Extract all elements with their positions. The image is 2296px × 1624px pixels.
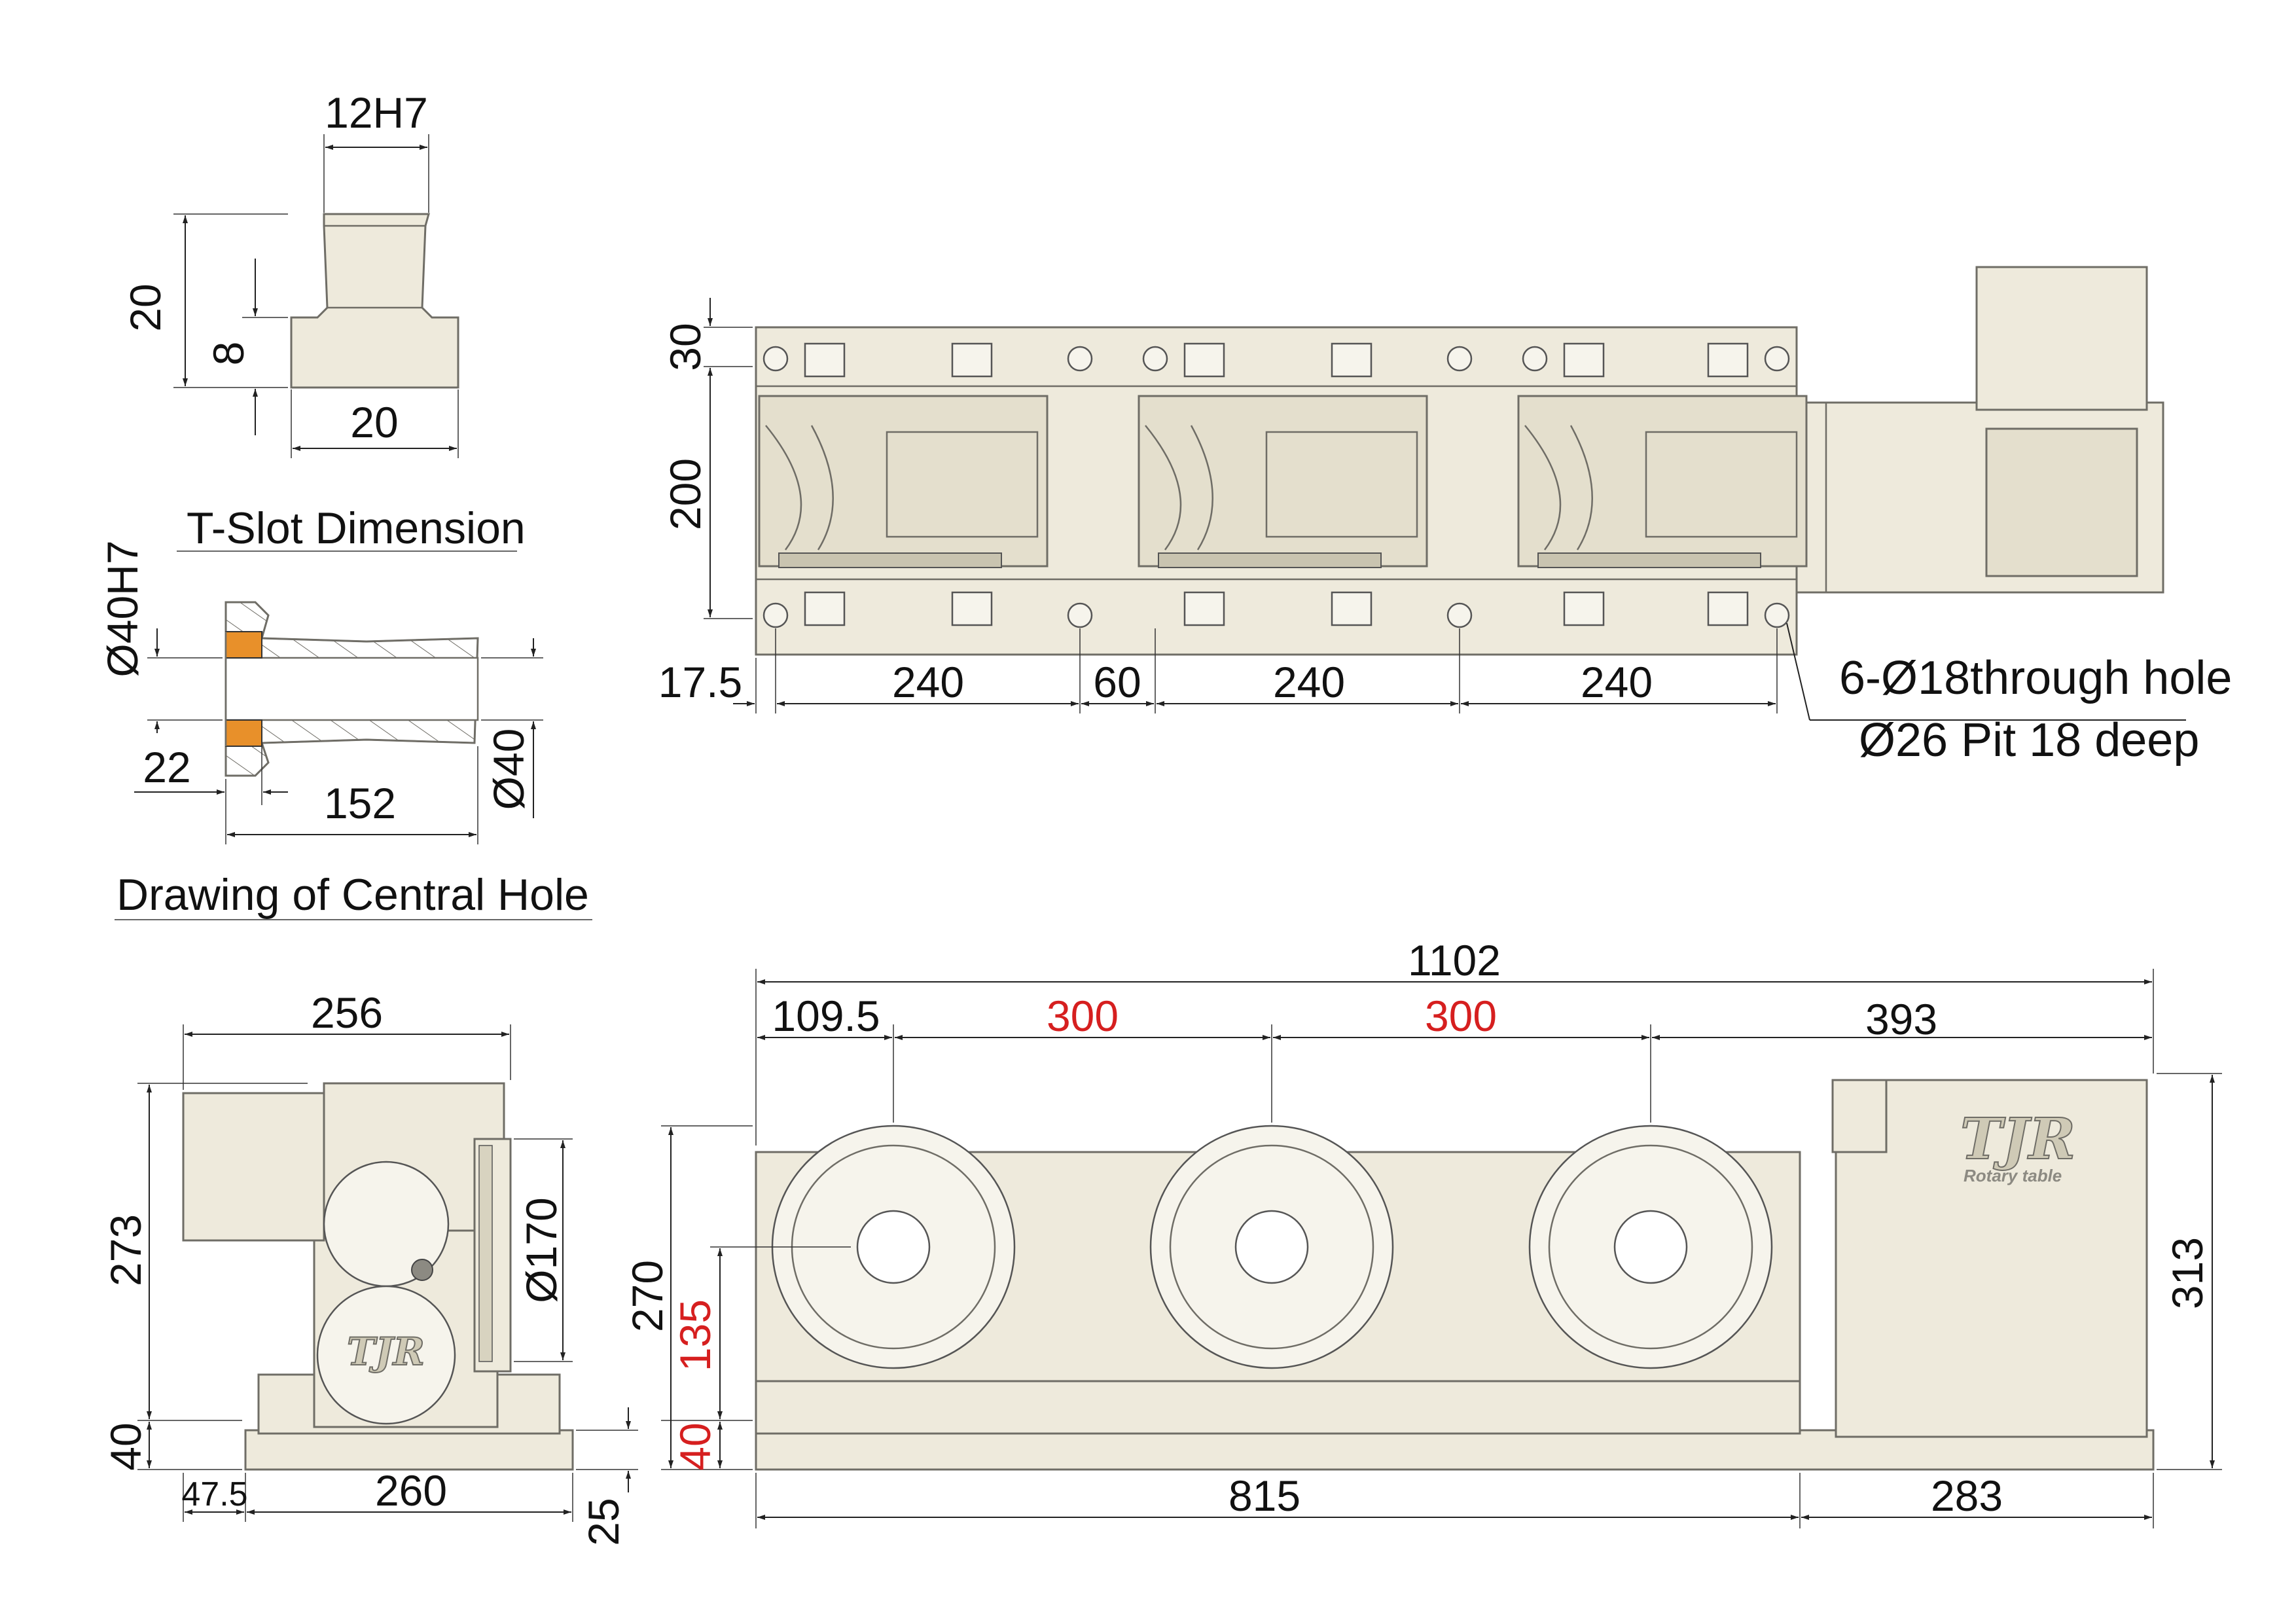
side-logo: TJR xyxy=(347,1329,425,1374)
top-view: 30 200 17.5 240 60 240 240 6-Ø18through … xyxy=(658,266,2232,767)
central-hole-title: Drawing of Central Hole xyxy=(117,870,589,920)
top-block-2 xyxy=(1138,395,1428,568)
top-view-holes xyxy=(762,342,1790,628)
tslot-detail: 12H7 20 8 20 T-Slot Dimension xyxy=(121,88,526,553)
side-dim-40: 40 xyxy=(101,1422,150,1470)
front-logo: TJR xyxy=(1960,1106,2075,1172)
central-hole-outer-dim: Ø40 xyxy=(484,729,533,810)
side-dim-25: 25 xyxy=(579,1498,628,1545)
side-view: TJR 256 273 40 Ø170 47.5 260 25 xyxy=(101,988,638,1546)
top-dim-200: 200 xyxy=(661,458,709,530)
central-hole-length-dim: 152 xyxy=(324,779,396,827)
central-hole-detail: Ø40H7 22 152 Ø40 Drawing of Central Hole xyxy=(98,540,592,920)
tslot-height-dim: 20 xyxy=(121,283,170,331)
top-dim-60: 60 xyxy=(1093,658,1141,706)
side-dim-170: Ø170 xyxy=(517,1197,565,1303)
tslot-top-dim: 12H7 xyxy=(325,88,428,137)
top-block-1 xyxy=(758,395,1049,568)
pit-depth-note: Ø26 Pit 18 deep xyxy=(1859,714,2199,767)
front-dim-300-b: 300 xyxy=(1425,992,1497,1040)
front-dim-1102: 1102 xyxy=(1408,936,1501,984)
front-dim-135: 135 xyxy=(671,1299,719,1371)
tslot-title: T-Slot Dimension xyxy=(187,503,526,553)
tslot-depth-dim: 8 xyxy=(204,342,253,366)
top-dim-30: 30 xyxy=(661,323,709,370)
top-dim-240-c: 240 xyxy=(1581,658,1653,706)
tslot-width-dim: 20 xyxy=(350,398,398,446)
front-dim-300-a: 300 xyxy=(1047,992,1119,1040)
central-hole-bore-dim: Ø40H7 xyxy=(98,540,147,677)
faceplate-2 xyxy=(1149,1125,1394,1369)
through-hole-note: 6-Ø18through hole xyxy=(1839,652,2232,704)
top-block-3 xyxy=(1517,395,1808,568)
central-hole-left-dim: 22 xyxy=(143,743,190,791)
faceplate-3 xyxy=(1528,1125,1773,1369)
front-dim-393: 393 xyxy=(1865,995,1937,1043)
side-dim-47-5: 47.5 xyxy=(181,1475,247,1513)
top-dim-17-5: 17.5 xyxy=(658,658,742,706)
front-view: TJR Rotary table 1102 109.5 300 xyxy=(623,936,2222,1528)
side-dim-256: 256 xyxy=(311,988,383,1037)
front-dim-313: 313 xyxy=(2163,1237,2212,1309)
top-dim-240-a: 240 xyxy=(892,658,964,706)
front-dim-109-5: 109.5 xyxy=(772,992,880,1040)
side-dim-273: 273 xyxy=(101,1214,150,1286)
front-dim-815: 815 xyxy=(1229,1471,1300,1520)
side-dim-260: 260 xyxy=(375,1466,447,1515)
front-logo-subtitle: Rotary table xyxy=(1964,1166,2062,1185)
front-dim-40: 40 xyxy=(671,1422,719,1470)
top-dim-240-b: 240 xyxy=(1273,658,1345,706)
front-dim-270: 270 xyxy=(623,1260,672,1332)
front-dim-283: 283 xyxy=(1931,1471,2003,1520)
